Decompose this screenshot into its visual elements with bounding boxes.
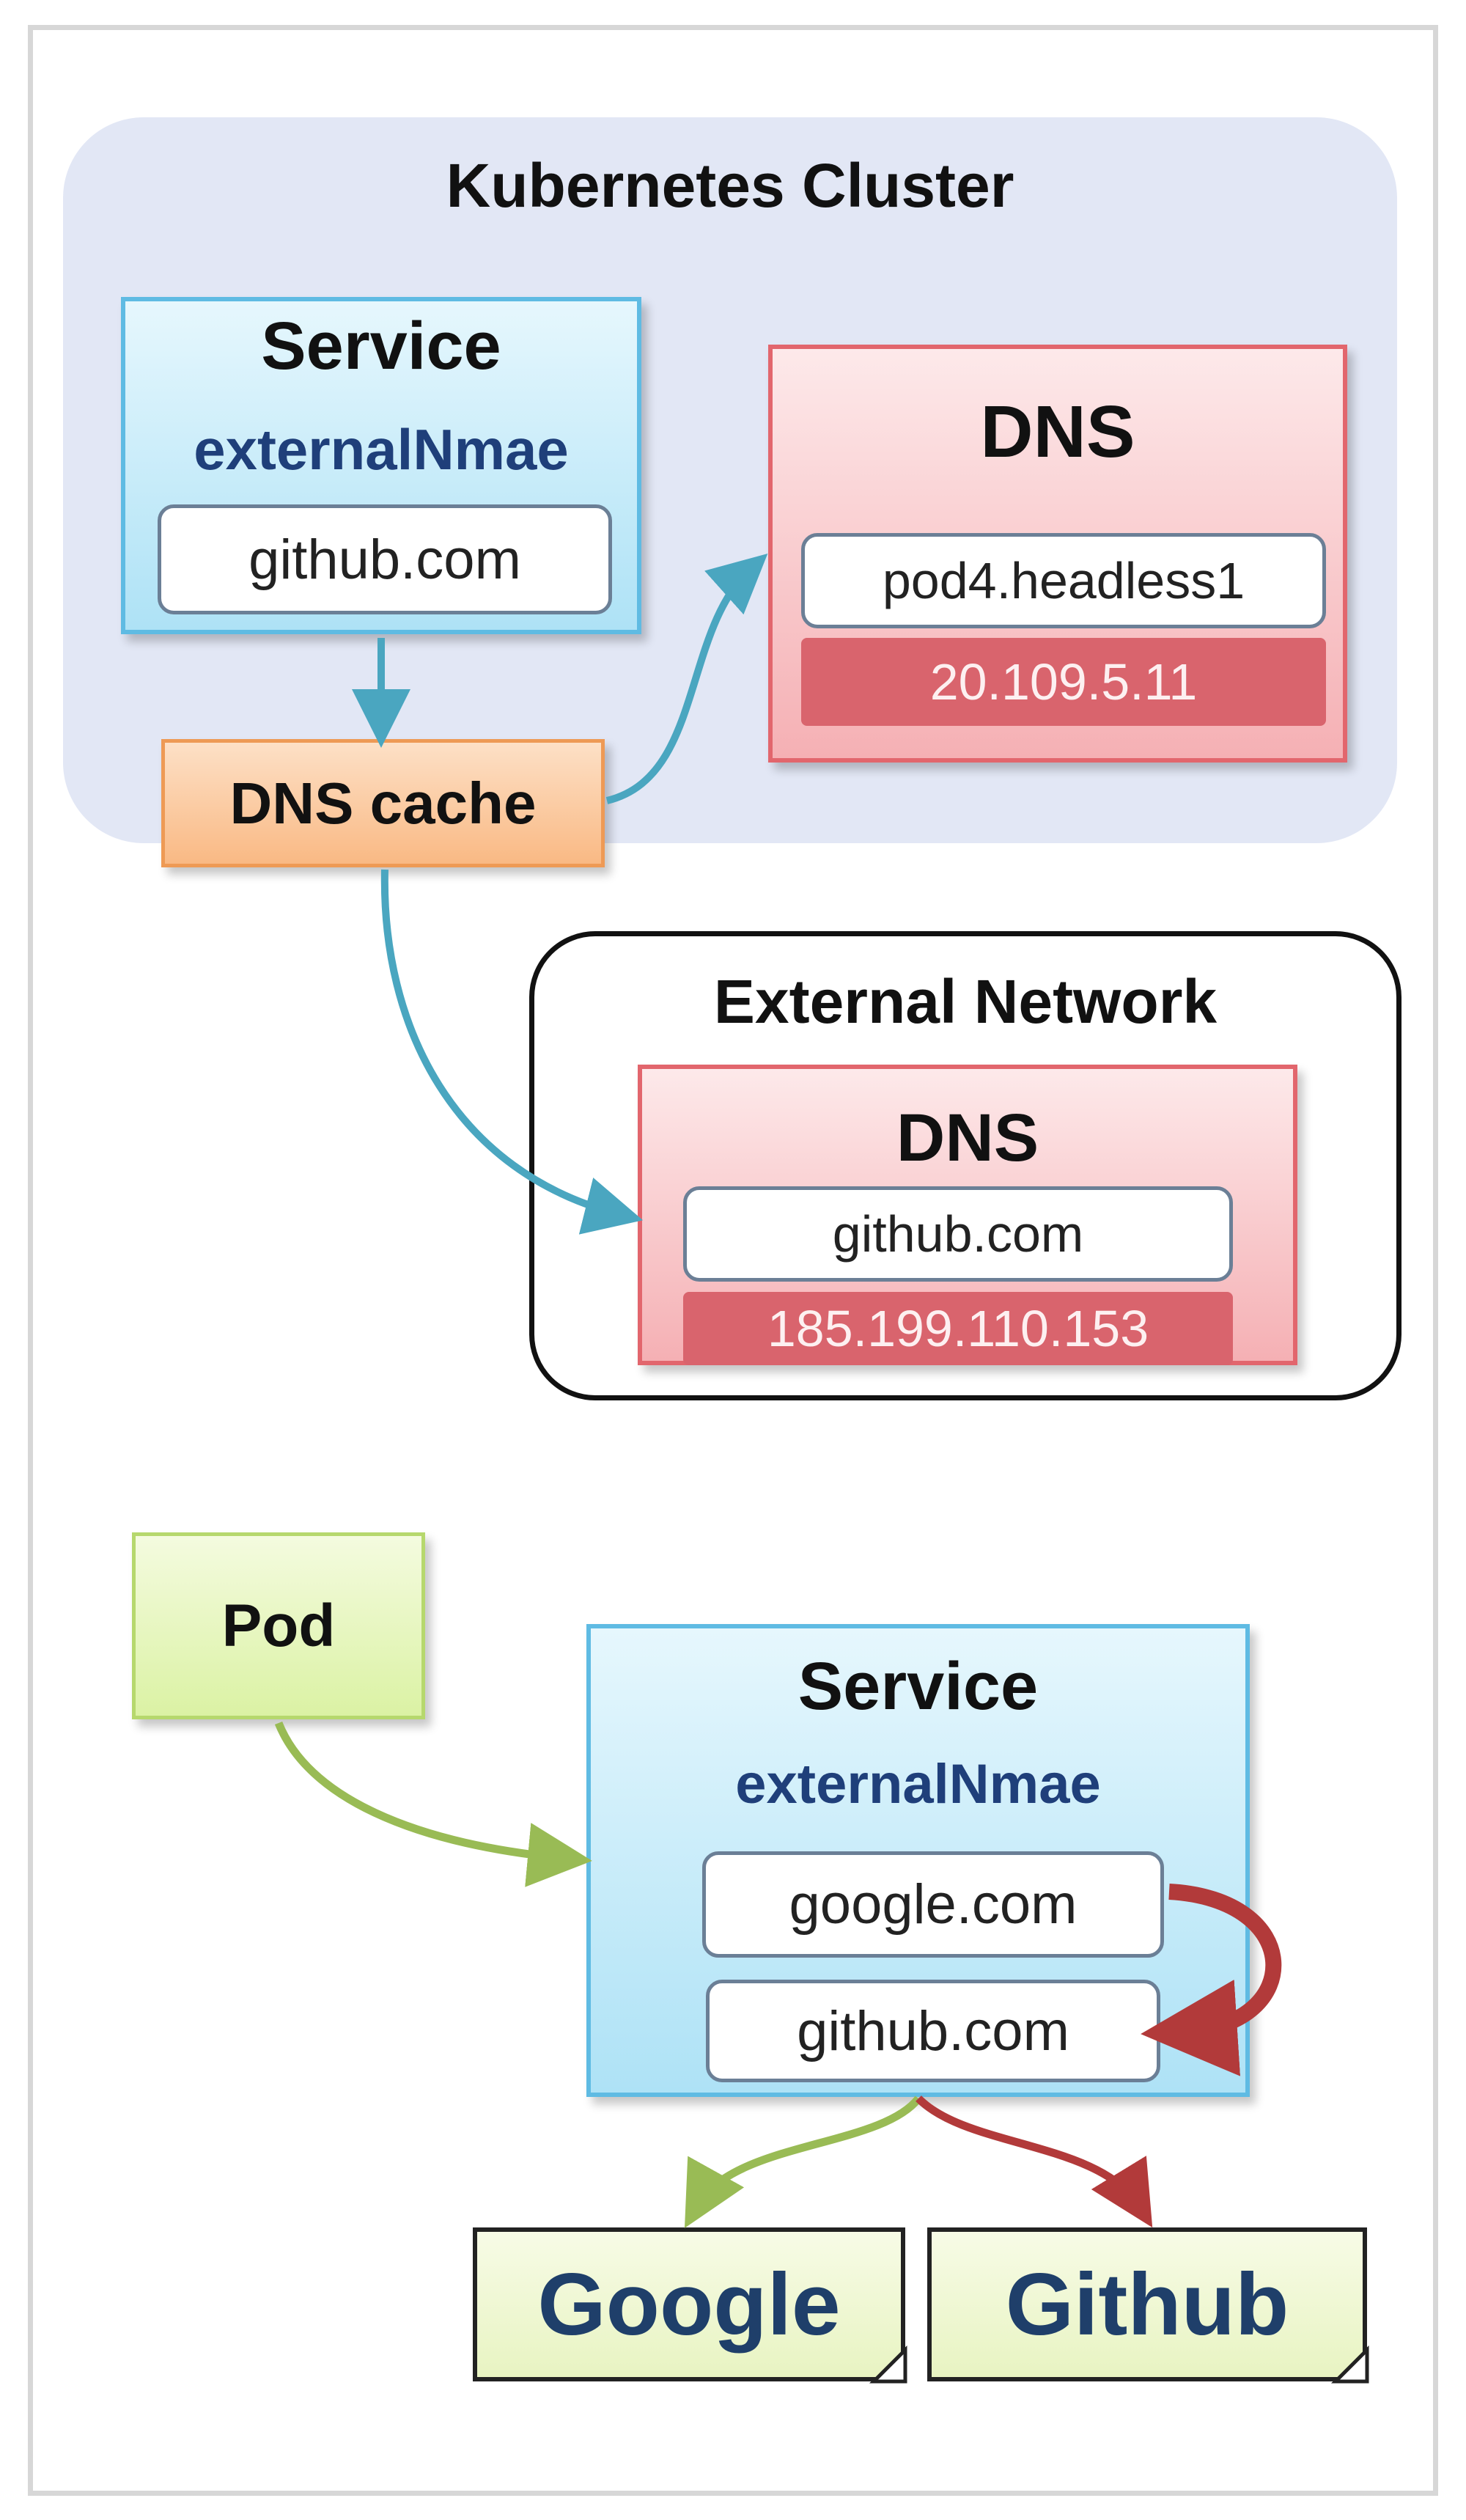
arrow-google-to-github	[1141, 1884, 1282, 2076]
pod-box: Pod	[132, 1532, 425, 1719]
google-target: Google	[473, 2227, 905, 2381]
dns-cache-box: DNS cache	[161, 739, 605, 867]
external-network-title: External Network	[713, 967, 1218, 1036]
cluster-service-subtitle: externalNmae	[194, 417, 569, 482]
github-target-label: Github	[1005, 2255, 1289, 2354]
arrow-service-to-github	[916, 2095, 1153, 2228]
github-fold	[1330, 2345, 1369, 2384]
arrow-cache-to-external-dns	[380, 869, 644, 1235]
cluster-service-title: Service	[261, 309, 501, 383]
bottom-service-subtitle: externalNmae	[735, 1753, 1101, 1815]
github-target: Github	[927, 2227, 1367, 2381]
external-dns-ip: 185.199.110.153	[683, 1292, 1233, 1365]
bottom-service-value-google: google.com	[702, 1851, 1164, 1958]
cluster-dns-record: pod4.headless1	[801, 533, 1326, 628]
external-dns-record: github.com	[683, 1186, 1233, 1282]
arrow-pod-to-service	[274, 1721, 592, 1887]
arrow-cache-to-cluster-dns	[605, 553, 768, 804]
cluster-title: Kubernetes Cluster	[446, 151, 1014, 220]
google-target-label: Google	[537, 2255, 841, 2354]
arrow-service-to-google	[684, 2095, 922, 2228]
external-dns-title: DNS	[896, 1101, 1039, 1175]
cluster-dns-ip: 20.109.5.11	[801, 638, 1326, 726]
cluster-dns-title: DNS	[980, 391, 1135, 473]
bottom-service-title: Service	[798, 1649, 1039, 1724]
cluster-service-value: github.com	[158, 504, 612, 614]
google-fold	[869, 2345, 907, 2384]
bottom-service-value-github: github.com	[706, 1980, 1160, 2082]
